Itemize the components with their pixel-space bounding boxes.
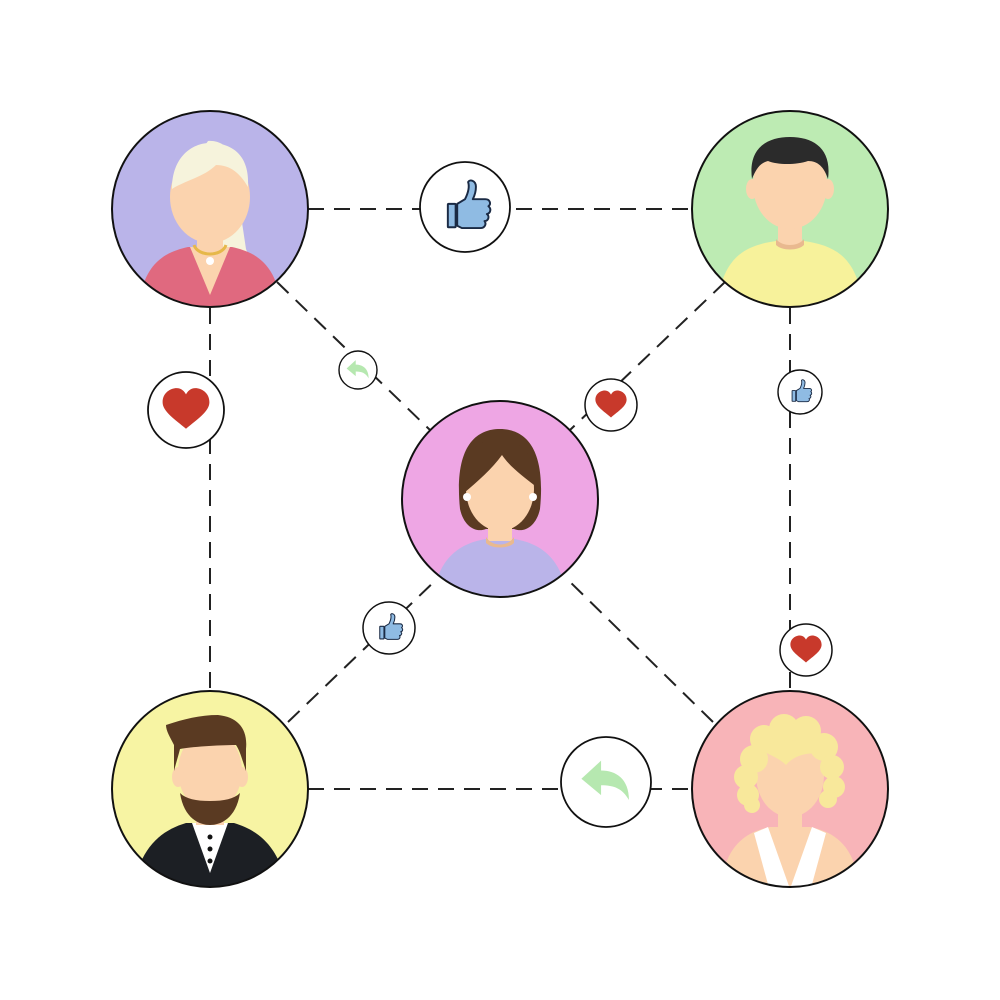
reaction-like-right: [777, 369, 823, 415]
avatar-blonde-woman: [691, 690, 889, 888]
reaction-heart-diagonal: [584, 378, 638, 432]
connector-diag-top-right: [569, 281, 726, 431]
reaction-reply-bottom: [560, 736, 652, 828]
reaction-like-lower: [362, 601, 416, 655]
connector-diag-bottom-left: [287, 577, 439, 723]
reaction-reply-diagonal: [338, 350, 378, 390]
avatar-elder-woman: [111, 110, 309, 308]
reaction-like-top: [419, 161, 511, 253]
avatar-young-man: [691, 110, 889, 308]
reaction-heart-right: [779, 623, 833, 677]
avatar-center-woman: [401, 400, 599, 598]
connector-diag-bottom-right: [565, 577, 714, 723]
reaction-heart-left: [147, 371, 225, 449]
avatar-bearded-man: [111, 690, 309, 888]
